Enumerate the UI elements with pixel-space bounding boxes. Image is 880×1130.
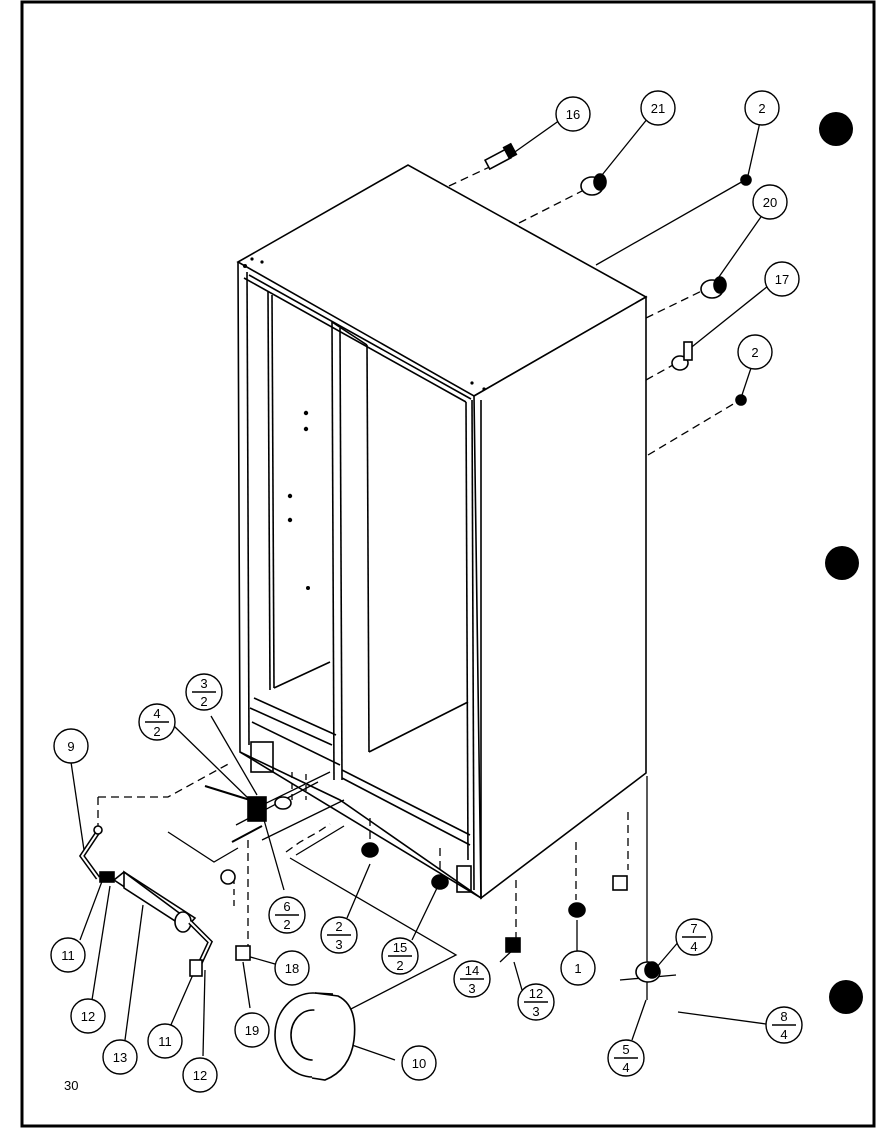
svg-text:12: 12 bbox=[529, 986, 543, 1001]
svg-text:4: 4 bbox=[780, 1027, 787, 1042]
svg-text:13: 13 bbox=[113, 1050, 127, 1065]
bushing-part-21 bbox=[580, 173, 607, 196]
svg-text:18: 18 bbox=[285, 961, 299, 976]
svg-text:16: 16 bbox=[566, 107, 580, 122]
svg-text:2: 2 bbox=[335, 919, 342, 934]
svg-text:2: 2 bbox=[283, 917, 290, 932]
callout-20: 20 bbox=[752, 184, 788, 220]
cabinet bbox=[236, 164, 648, 900]
page-frame bbox=[20, 0, 876, 1128]
svg-text:2: 2 bbox=[758, 101, 765, 116]
svg-text:6: 6 bbox=[283, 899, 290, 914]
callout-9: 9 bbox=[53, 728, 89, 764]
svg-text:2: 2 bbox=[153, 724, 160, 739]
svg-text:5: 5 bbox=[622, 1042, 629, 1057]
callout-3-over-2: 3 2 bbox=[185, 673, 223, 711]
condensate-tube-part bbox=[78, 825, 214, 977]
svg-text:3: 3 bbox=[335, 937, 342, 952]
leveler-part bbox=[431, 874, 449, 890]
punch-hole-middle bbox=[825, 546, 859, 580]
svg-text:3: 3 bbox=[532, 1004, 539, 1019]
callout-7-over-4: 7 4 bbox=[675, 918, 713, 956]
svg-text:4: 4 bbox=[622, 1060, 629, 1075]
svg-text:8: 8 bbox=[780, 1009, 787, 1024]
svg-text:17: 17 bbox=[775, 272, 789, 287]
svg-text:3: 3 bbox=[468, 981, 475, 996]
callout-12-left: 12 bbox=[70, 998, 106, 1034]
callout-12-over-3: 12 3 bbox=[517, 983, 555, 1021]
pin-part-17 bbox=[671, 341, 693, 371]
svg-text:12: 12 bbox=[81, 1009, 95, 1024]
page-number: 30 bbox=[64, 1078, 79, 1093]
leveler-part bbox=[568, 902, 586, 918]
callout-17: 17 bbox=[764, 261, 800, 297]
punch-hole-top bbox=[819, 112, 853, 146]
callout-19: 19 bbox=[234, 1012, 270, 1048]
callout-2-top: 2 bbox=[744, 90, 780, 126]
svg-text:7: 7 bbox=[690, 921, 697, 936]
insulation-ring-part bbox=[274, 992, 356, 1081]
svg-text:11: 11 bbox=[61, 948, 75, 963]
svg-text:4: 4 bbox=[690, 939, 697, 954]
svg-text:3: 3 bbox=[200, 676, 207, 691]
callout-5-over-4: 5 4 bbox=[607, 1039, 645, 1077]
svg-text:2: 2 bbox=[200, 694, 207, 709]
svg-text:9: 9 bbox=[67, 739, 74, 754]
callout-4-over-2: 4 2 bbox=[138, 703, 176, 741]
mounting-holes bbox=[243, 257, 486, 590]
leveler-part bbox=[361, 842, 379, 858]
callout-2-over-3: 2 3 bbox=[320, 916, 358, 954]
callout-6-over-2: 6 2 bbox=[268, 896, 306, 934]
screw-part bbox=[735, 394, 747, 406]
svg-text:2: 2 bbox=[751, 345, 758, 360]
svg-text:2: 2 bbox=[396, 958, 403, 973]
roller-part-5 bbox=[635, 961, 661, 983]
svg-text:1: 1 bbox=[574, 961, 581, 976]
bushing-part-20 bbox=[700, 276, 727, 299]
clip-part-18 bbox=[235, 945, 251, 961]
svg-text:14: 14 bbox=[465, 963, 479, 978]
svg-text:12: 12 bbox=[193, 1068, 207, 1083]
svg-text:21: 21 bbox=[651, 101, 665, 116]
svg-text:11: 11 bbox=[158, 1034, 172, 1049]
callout-16: 16 bbox=[555, 96, 591, 132]
punch-hole-bottom bbox=[829, 980, 863, 1014]
svg-text:10: 10 bbox=[412, 1056, 426, 1071]
leveler-part bbox=[274, 796, 292, 810]
parts bbox=[78, 142, 752, 1081]
hinge-pin-part bbox=[483, 142, 518, 171]
svg-text:15: 15 bbox=[393, 940, 407, 955]
leveler-part bbox=[220, 869, 236, 885]
bracket-part-14 bbox=[505, 937, 521, 953]
svg-text:4: 4 bbox=[153, 706, 160, 721]
screw-part bbox=[740, 174, 752, 186]
bracket-part-right bbox=[612, 875, 628, 891]
callout-12-right: 12 bbox=[182, 1057, 218, 1093]
callout-1: 1 bbox=[560, 950, 596, 986]
svg-text:19: 19 bbox=[245, 1023, 259, 1038]
callout-8-over-4: 8 4 bbox=[765, 1006, 803, 1044]
callout-18: 18 bbox=[274, 950, 310, 986]
callout-11-left: 11 bbox=[50, 937, 86, 973]
callout-15-over-2: 15 2 bbox=[381, 937, 419, 975]
callout-2-mid: 2 bbox=[737, 334, 773, 370]
callout-21: 21 bbox=[640, 90, 676, 126]
callout-13: 13 bbox=[102, 1039, 138, 1075]
hinge-block-part bbox=[247, 796, 267, 822]
callout-14-over-3: 14 3 bbox=[453, 960, 491, 998]
svg-text:20: 20 bbox=[763, 195, 777, 210]
callout-10: 10 bbox=[401, 1045, 437, 1081]
callout-11-right: 11 bbox=[147, 1023, 183, 1059]
